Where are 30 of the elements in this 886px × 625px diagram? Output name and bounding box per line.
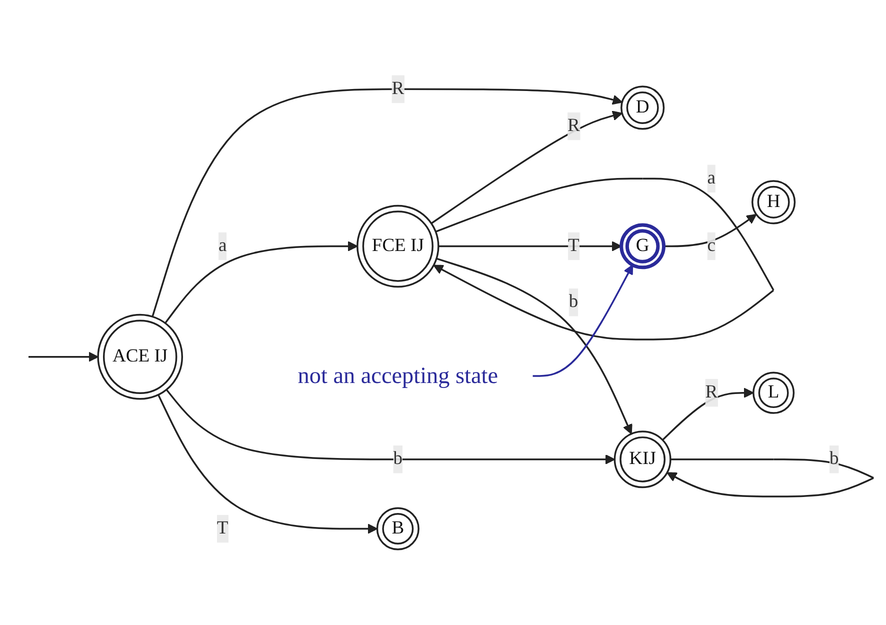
edge-label: R bbox=[568, 116, 580, 136]
arrow bbox=[436, 258, 632, 434]
edge-label: b bbox=[393, 449, 403, 469]
edge-label: c bbox=[707, 236, 716, 256]
arrow bbox=[158, 394, 378, 534]
edge-label: R bbox=[705, 382, 718, 402]
arrow bbox=[532, 264, 634, 377]
edge-label: T bbox=[216, 518, 228, 538]
node-circle: ACE IJ bbox=[97, 314, 184, 400]
node-circle: D bbox=[620, 86, 665, 130]
node-circle: B bbox=[376, 507, 420, 550]
node-circle: KIJ bbox=[614, 430, 672, 488]
node-circle: H bbox=[751, 180, 796, 224]
edge-label: b bbox=[568, 292, 578, 312]
edge-label: b bbox=[830, 449, 839, 469]
arrow bbox=[166, 389, 616, 465]
arrow bbox=[28, 352, 98, 362]
arrow bbox=[164, 241, 358, 324]
arrow bbox=[152, 88, 623, 318]
node-text: not an accepting state bbox=[298, 363, 498, 389]
node-circle: FCE IJ bbox=[356, 205, 440, 288]
arrow bbox=[438, 241, 622, 252]
arrow bbox=[664, 214, 757, 248]
edge-label: a bbox=[707, 168, 716, 188]
node-circle: G bbox=[620, 223, 666, 270]
edge-label: R bbox=[392, 78, 404, 99]
arrow bbox=[430, 110, 623, 224]
node-circle: L bbox=[752, 372, 795, 414]
edge-label: a bbox=[218, 236, 227, 256]
edge-label: T bbox=[568, 236, 580, 256]
